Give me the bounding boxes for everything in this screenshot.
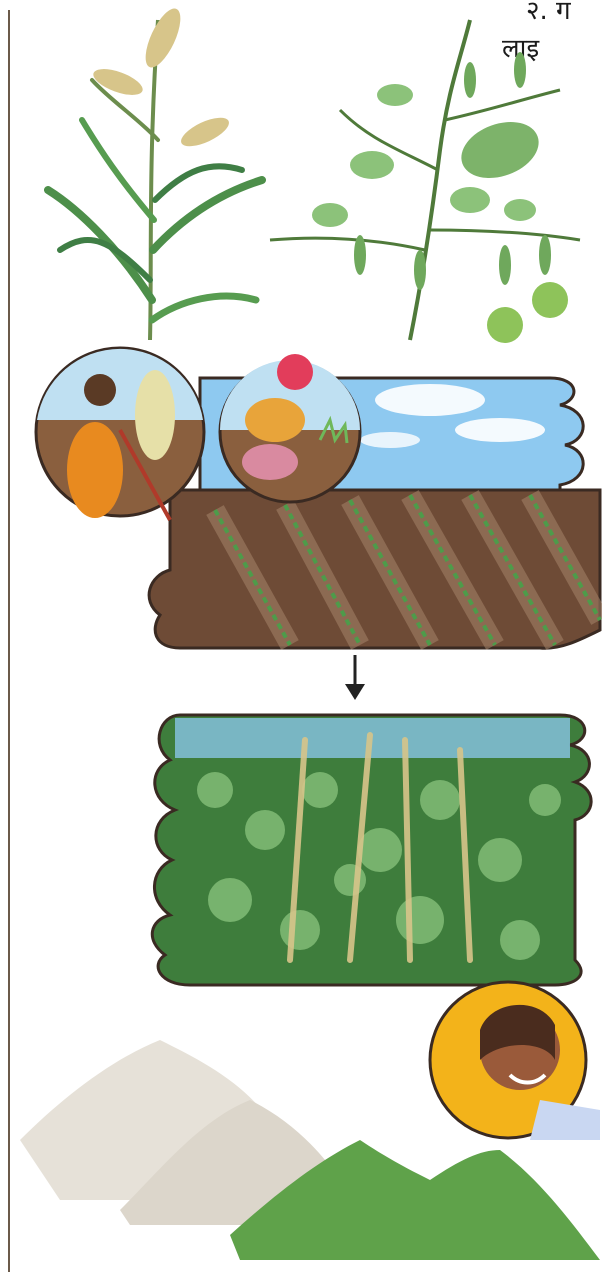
arrow-down-icon [345, 655, 365, 700]
planting-field-scene [149, 378, 600, 648]
pea-plant-illustration [270, 20, 580, 343]
sowing-vignette [220, 354, 360, 502]
mature-crop-field [152, 715, 591, 985]
sun-burst-icon [430, 982, 600, 1140]
wheat-plant-illustration [48, 4, 262, 340]
